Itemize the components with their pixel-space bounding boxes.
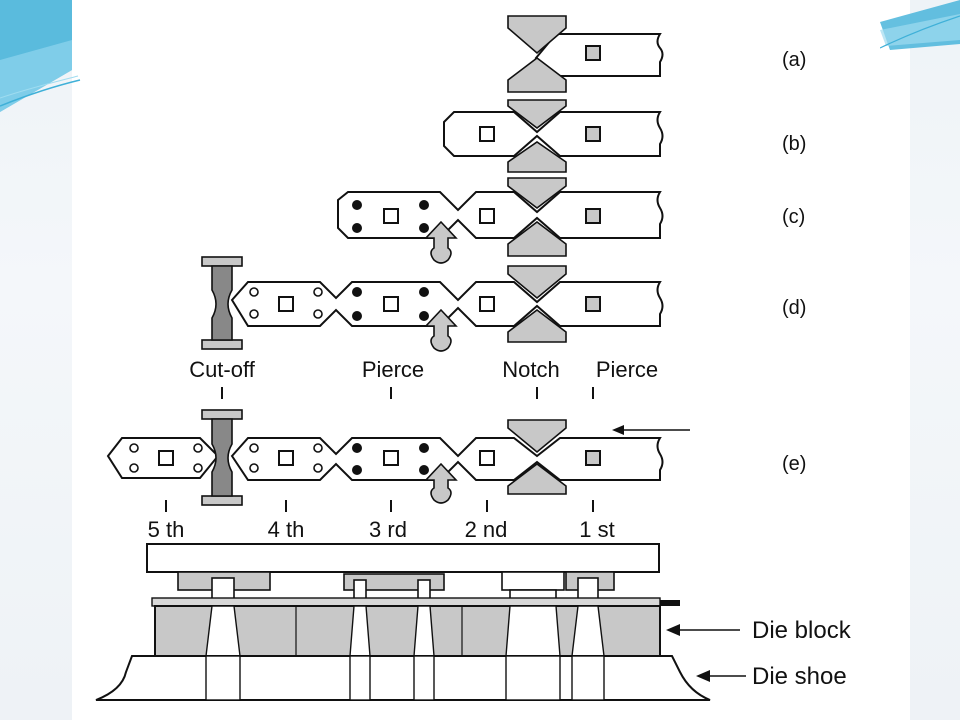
- strip-label-a: (a): [782, 49, 806, 71]
- label-notch: Notch: [502, 357, 559, 382]
- die-shoe: [95, 655, 711, 701]
- strip-label-c: (c): [782, 206, 805, 228]
- label-die-shoe: Die shoe: [752, 663, 847, 690]
- pilot-c: [424, 220, 458, 264]
- arrow-die-block: [666, 624, 740, 636]
- strip-label-b: (b): [782, 133, 806, 155]
- label-pierce-first: Pierce: [596, 357, 658, 382]
- station-1: 1 st: [579, 517, 614, 542]
- notch-punch-top: [507, 15, 567, 55]
- station-3: 3 rd: [369, 517, 407, 542]
- slide-frame-left: [0, 0, 72, 720]
- corner-accent-right: [880, 0, 960, 50]
- corner-accent-left: [0, 0, 81, 112]
- strip-e: [106, 409, 690, 512]
- station-5: 5 th: [148, 517, 185, 542]
- cutoff-punch-d: [201, 256, 243, 350]
- cutoff-punch-e: [201, 409, 243, 506]
- station-4: 4 th: [268, 517, 305, 542]
- strip-labels: (a) (b) (c) (d) (e): [782, 49, 806, 475]
- strip-b: [443, 99, 664, 173]
- strip-a: [507, 15, 664, 93]
- strip-c: [337, 177, 664, 264]
- feed-direction-arrow: [612, 425, 690, 435]
- strip-d: [201, 256, 664, 352]
- label-pierce: Pierce: [362, 357, 424, 382]
- label-cutoff: Cut-off: [189, 357, 256, 382]
- strip-label-d: (d): [782, 297, 806, 319]
- punch-holder-plate: [146, 543, 660, 573]
- station-labels: 5 th 4 th 3 rd 2 nd 1 st: [148, 517, 615, 542]
- strip-label-e: (e): [782, 453, 806, 475]
- station-2: 2 nd: [465, 517, 508, 542]
- slide-frame-right: [910, 0, 960, 720]
- stripper-plate: [151, 597, 661, 607]
- arrow-die-shoe: [696, 670, 746, 682]
- die-assembly: Die block Die shoe: [95, 543, 852, 701]
- operation-labels: Cut-off Pierce Notch Pierce: [189, 357, 658, 399]
- notch-punch-bottom: [507, 56, 567, 93]
- label-die-block: Die block: [752, 617, 852, 644]
